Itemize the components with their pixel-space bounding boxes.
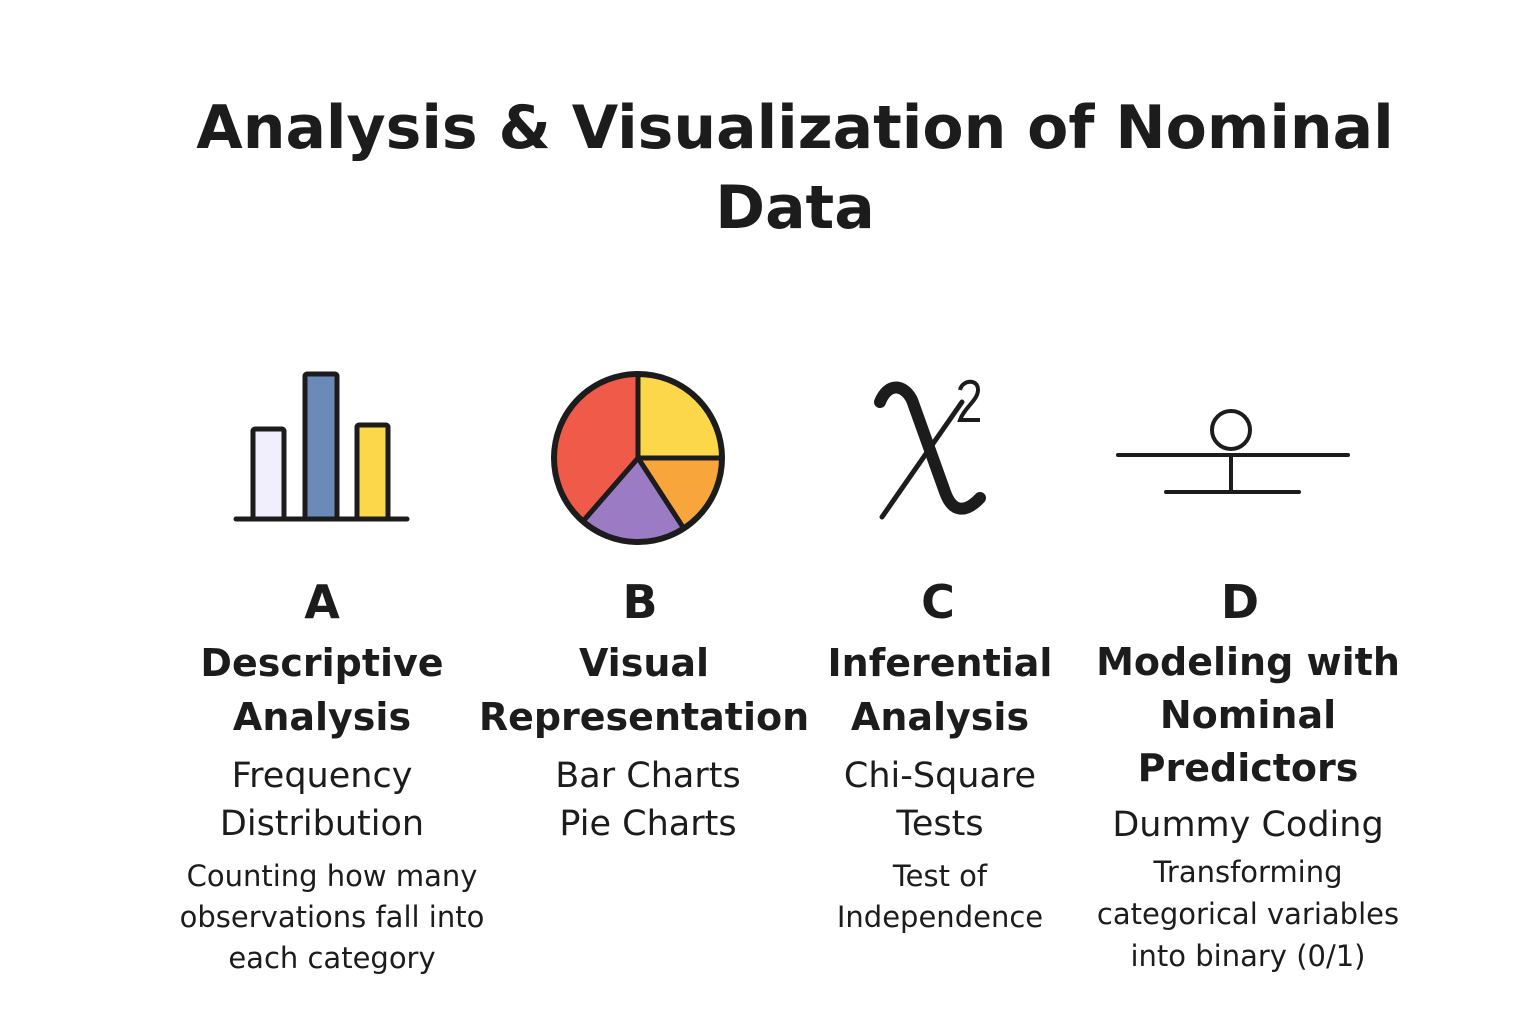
page-title: Analysis & Visualization of Nominal Data	[196, 93, 1394, 243]
column-subtitle: Bar Charts Pie Charts	[555, 756, 741, 844]
column-subtitle: Chi-Square Tests	[843, 756, 1037, 844]
column-description: Transforming categorical variables into …	[1096, 855, 1400, 973]
column-heading: Inferential Analysis	[827, 641, 1053, 739]
column-letter: C	[921, 575, 955, 629]
column-subtitle: Dummy Coding	[1112, 805, 1384, 845]
column-visual-representation: B Visual Representation Bar Charts Pie C…	[464, 572, 824, 856]
column-description: Test of Independence	[836, 859, 1044, 934]
pie-outline	[551, 371, 725, 545]
column-letter: B	[622, 575, 658, 629]
column-letter: D	[1220, 575, 1260, 629]
column-modeling-nominal-predictors: D Modeling with Nominal Predictors Dummy…	[1068, 572, 1428, 977]
bar-chart-icon	[233, 371, 410, 522]
column-descriptive-analysis: A Descriptive Analysis Frequency Distrib…	[142, 572, 502, 979]
column-description: Counting how many observations fall into…	[179, 859, 485, 975]
chi-square-icon	[874, 379, 986, 520]
column-subtitle: Frequency Distribution	[219, 756, 425, 844]
column-inferential-analysis: C Inferential Analysis Chi-Square Tests …	[760, 572, 1120, 938]
column-heading: Descriptive Analysis	[200, 641, 444, 739]
column-heading: Visual Representation	[478, 641, 810, 739]
column-heading: Modeling with Nominal Predictors	[1096, 640, 1400, 790]
column-letter: A	[304, 575, 340, 629]
balance-icon	[1116, 409, 1350, 494]
pie-chart-icon	[551, 371, 725, 545]
